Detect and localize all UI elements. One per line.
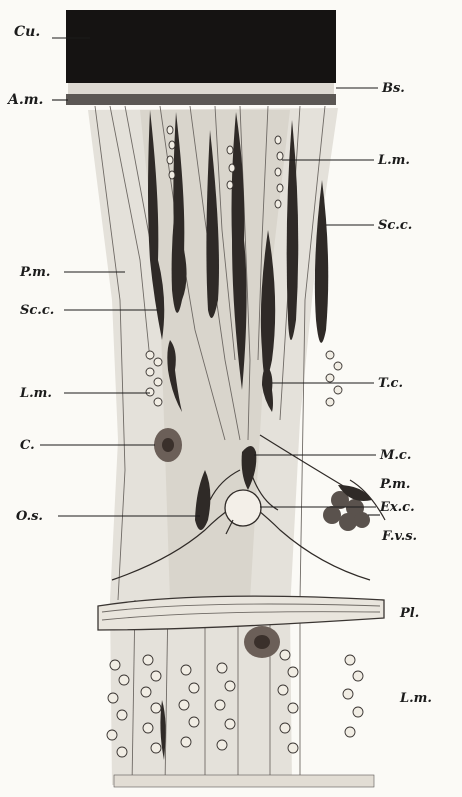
cell-exc [225, 490, 261, 526]
label-scc-right: Sc.c. [378, 218, 412, 233]
plate-band [98, 596, 384, 630]
label-pl: Pl. [399, 606, 419, 621]
label-lm-left: L.m. [19, 386, 52, 401]
muscle-band-am [66, 94, 336, 105]
label-lm-top: L.m. [377, 153, 410, 168]
label-pm-right: P.m. [379, 477, 410, 492]
label-scc-left: Sc.c. [20, 303, 54, 318]
cuticle [66, 10, 336, 83]
label-pm-left: P.m. [19, 265, 50, 280]
label-os: O.s. [16, 509, 43, 524]
label-exc: Ex.c. [379, 500, 415, 515]
label-cu: Cu. [14, 24, 40, 40]
label-fvs: F.v.s. [381, 529, 417, 544]
label-bs: Bs. [381, 81, 405, 96]
label-c: C. [20, 438, 35, 453]
label-tc: T.c. [378, 376, 403, 391]
label-mc: M.c. [379, 448, 411, 463]
label-lm-bottom: L.m. [399, 691, 432, 706]
label-am: A.m. [6, 92, 43, 108]
basal-stripe [68, 83, 334, 94]
